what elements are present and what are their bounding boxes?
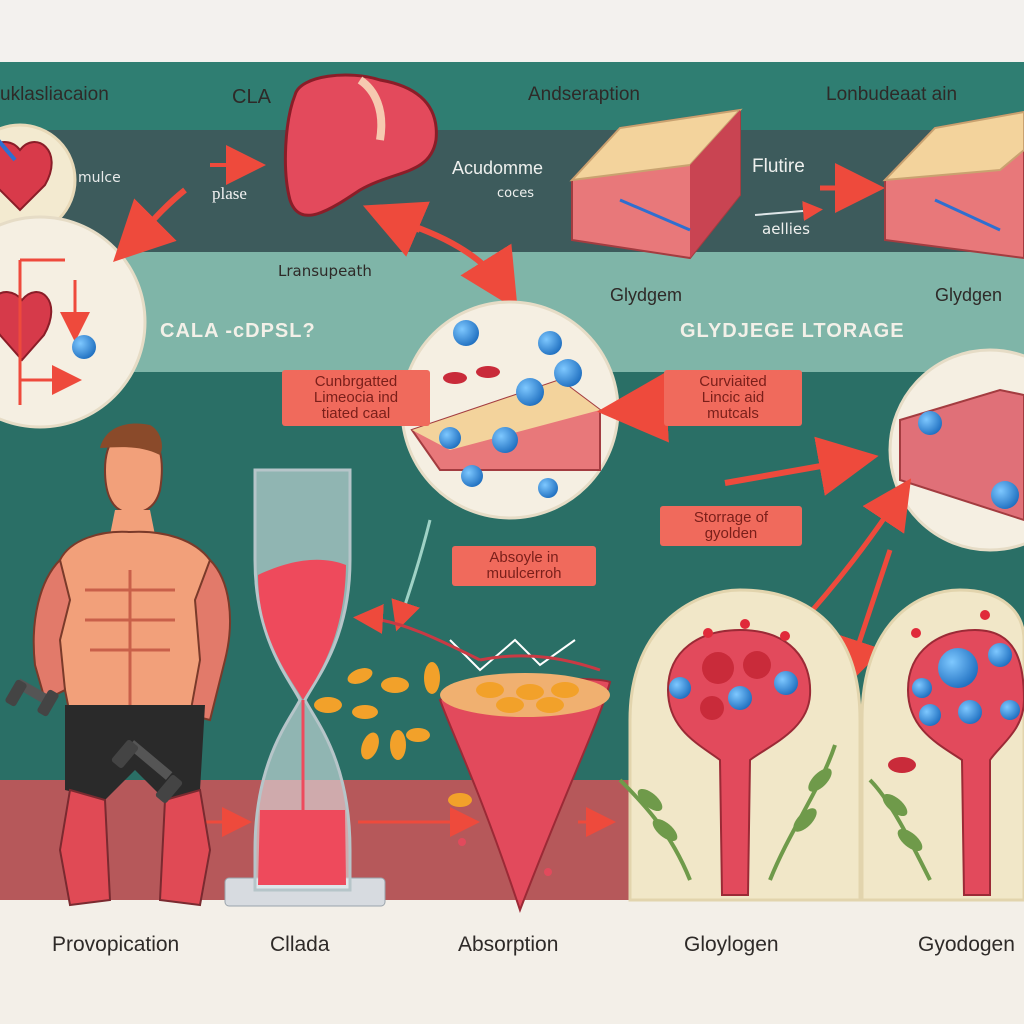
banner-glycogen-storage: GLYDJEGE LTORAGE <box>680 320 905 342</box>
top-label-absorption: Andseraption <box>528 84 640 105</box>
callout-left: Cunbrgatted Limeocia ind tiated caal <box>282 370 430 426</box>
background-top-strip <box>0 0 1024 62</box>
bottom-label-provopication: Provopication <box>52 933 180 956</box>
callout-middle-line-2: muulcerroh <box>486 565 562 582</box>
athlete-figure <box>5 423 231 907</box>
bottom-label-gyodogen: Gyodogen <box>918 933 1015 956</box>
top-label-cla: CLA <box>232 86 271 108</box>
stomach-funnel-icon <box>353 604 612 913</box>
callout-storage: Storrage of gyolden <box>660 506 802 546</box>
label-glydgem: Glydgem <box>610 285 683 305</box>
top-label-left: uklasliacaion <box>0 84 109 105</box>
glycogen-tissue-circle <box>400 300 620 520</box>
callout-right: Curviaited Lincic aid mutcals <box>664 370 802 426</box>
label-plase: plase <box>212 184 247 203</box>
callout-storage-line-2: gyolden <box>704 525 758 542</box>
liver-icon <box>283 73 438 217</box>
bottom-label-cllada: Cllada <box>270 933 330 956</box>
banner-cala: CALA -cDPSL? <box>160 320 316 342</box>
callout-left-line-3: tiated caal <box>321 405 391 422</box>
muscle-tissue-block-2 <box>882 110 1024 260</box>
dumbbell-icon <box>5 678 59 717</box>
callout-middle: Absoyle in muulcerroh <box>452 546 596 586</box>
callout-middle-line-1: Absoyle in <box>489 549 559 566</box>
label-acudomme: Acudomme <box>452 158 544 178</box>
top-label-right: Lonbudeaat ain <box>826 84 958 105</box>
heart-icon <box>0 291 53 362</box>
glycogen-organ-panel-2 <box>860 588 1024 902</box>
glycogen-dot <box>72 335 96 359</box>
capsule-icon <box>347 668 373 684</box>
label-mulce: mulce <box>78 170 121 186</box>
label-flutire: Flutire <box>752 156 805 177</box>
bottom-label-gloylogen: Gloylogen <box>684 933 779 956</box>
label-glydgen: Glydgen <box>935 285 1003 305</box>
callout-left-line-1: Cunbrgatted <box>314 373 398 390</box>
label-coces: coces <box>497 186 535 201</box>
callout-right-line-2: Lincic aid <box>701 389 765 406</box>
callout-right-line-3: mutcals <box>707 405 759 422</box>
callout-right-line-1: Curviaited <box>699 373 767 390</box>
hourglass-icon <box>224 468 386 907</box>
bottom-label-absorption: Absorption <box>458 933 559 956</box>
callout-left-line-2: Limeocia ind <box>313 389 399 406</box>
dumbbell-icon <box>111 740 183 803</box>
capsule-group <box>314 662 472 807</box>
glycogen-organ-panel-1 <box>618 588 862 902</box>
right-tissue-circle <box>888 348 1024 552</box>
callout-storage-line-1: Storrage of <box>693 509 769 526</box>
background-cream-footer <box>0 900 1024 1024</box>
liver-panel <box>113 73 518 311</box>
heart-circulation-panel <box>0 215 147 429</box>
label-transupath: Lransupeath <box>278 262 372 280</box>
muscle-tissue-block-1 <box>569 108 743 260</box>
label-aellies: aellies <box>762 220 810 238</box>
